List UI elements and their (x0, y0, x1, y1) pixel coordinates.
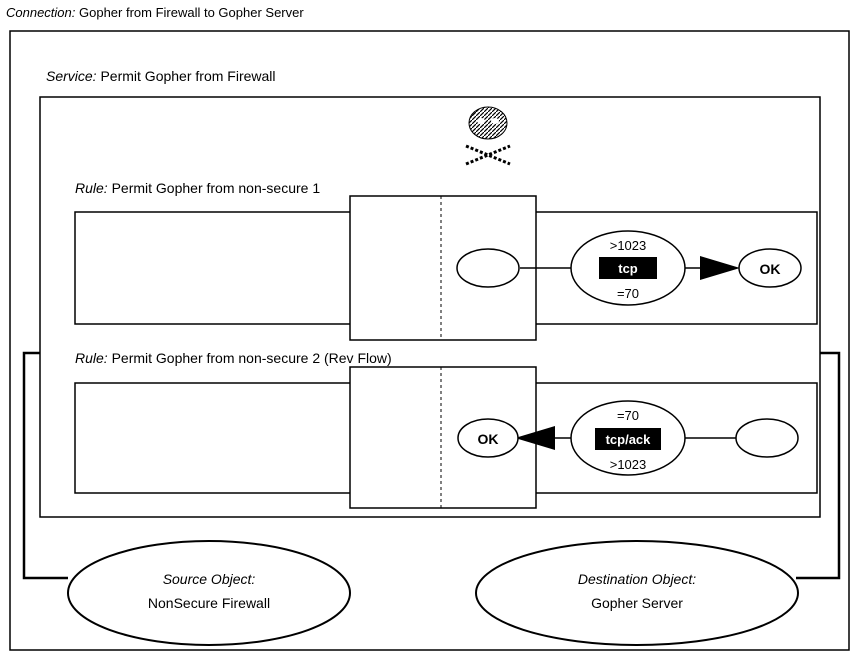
destination-object-label: Destination Object: (578, 571, 696, 587)
skull-crossbones-icon (465, 106, 511, 166)
rule2-protocol-badge (595, 428, 661, 450)
destination-connector (796, 351, 841, 580)
rule2-port-top: =70 (617, 408, 639, 423)
rule2-title: Rule: Permit Gopher from non-secure 2 (R… (75, 350, 392, 366)
rule1-title: Rule: Permit Gopher from non-secure 1 (75, 180, 320, 196)
rule1-port-top: >1023 (610, 238, 647, 253)
service-box (39, 96, 821, 518)
rule2-ok-node (457, 418, 519, 458)
rule1-protocol-badge (599, 257, 657, 279)
destination-object-name: Gopher Server (591, 595, 683, 611)
source-connector (22, 351, 68, 580)
source-object-label: Source Object: (163, 571, 256, 587)
rule1-port-bottom: =70 (617, 286, 639, 301)
rule2-destination-node (735, 418, 799, 458)
rule1-source-node (456, 248, 520, 288)
source-object-node (67, 540, 351, 646)
rule2-port-bottom: >1023 (610, 457, 647, 472)
rule1-ok-node (738, 248, 802, 288)
rule1-result: OK (760, 261, 781, 277)
rule2-arrow-icon (515, 426, 555, 450)
rule1-protocol: tcp (618, 261, 638, 276)
rule2-protocol: tcp/ack (606, 432, 652, 447)
destination-object-node (475, 540, 799, 646)
connection-box (9, 30, 850, 651)
source-object-name: NonSecure Firewall (148, 595, 270, 611)
service-title: Service: Permit Gopher from Firewall (46, 68, 276, 84)
rule2-result: OK (478, 431, 499, 447)
connection-title: Connection: Gopher from Firewall to Goph… (6, 5, 304, 20)
rule1-arrow-icon (700, 256, 740, 280)
